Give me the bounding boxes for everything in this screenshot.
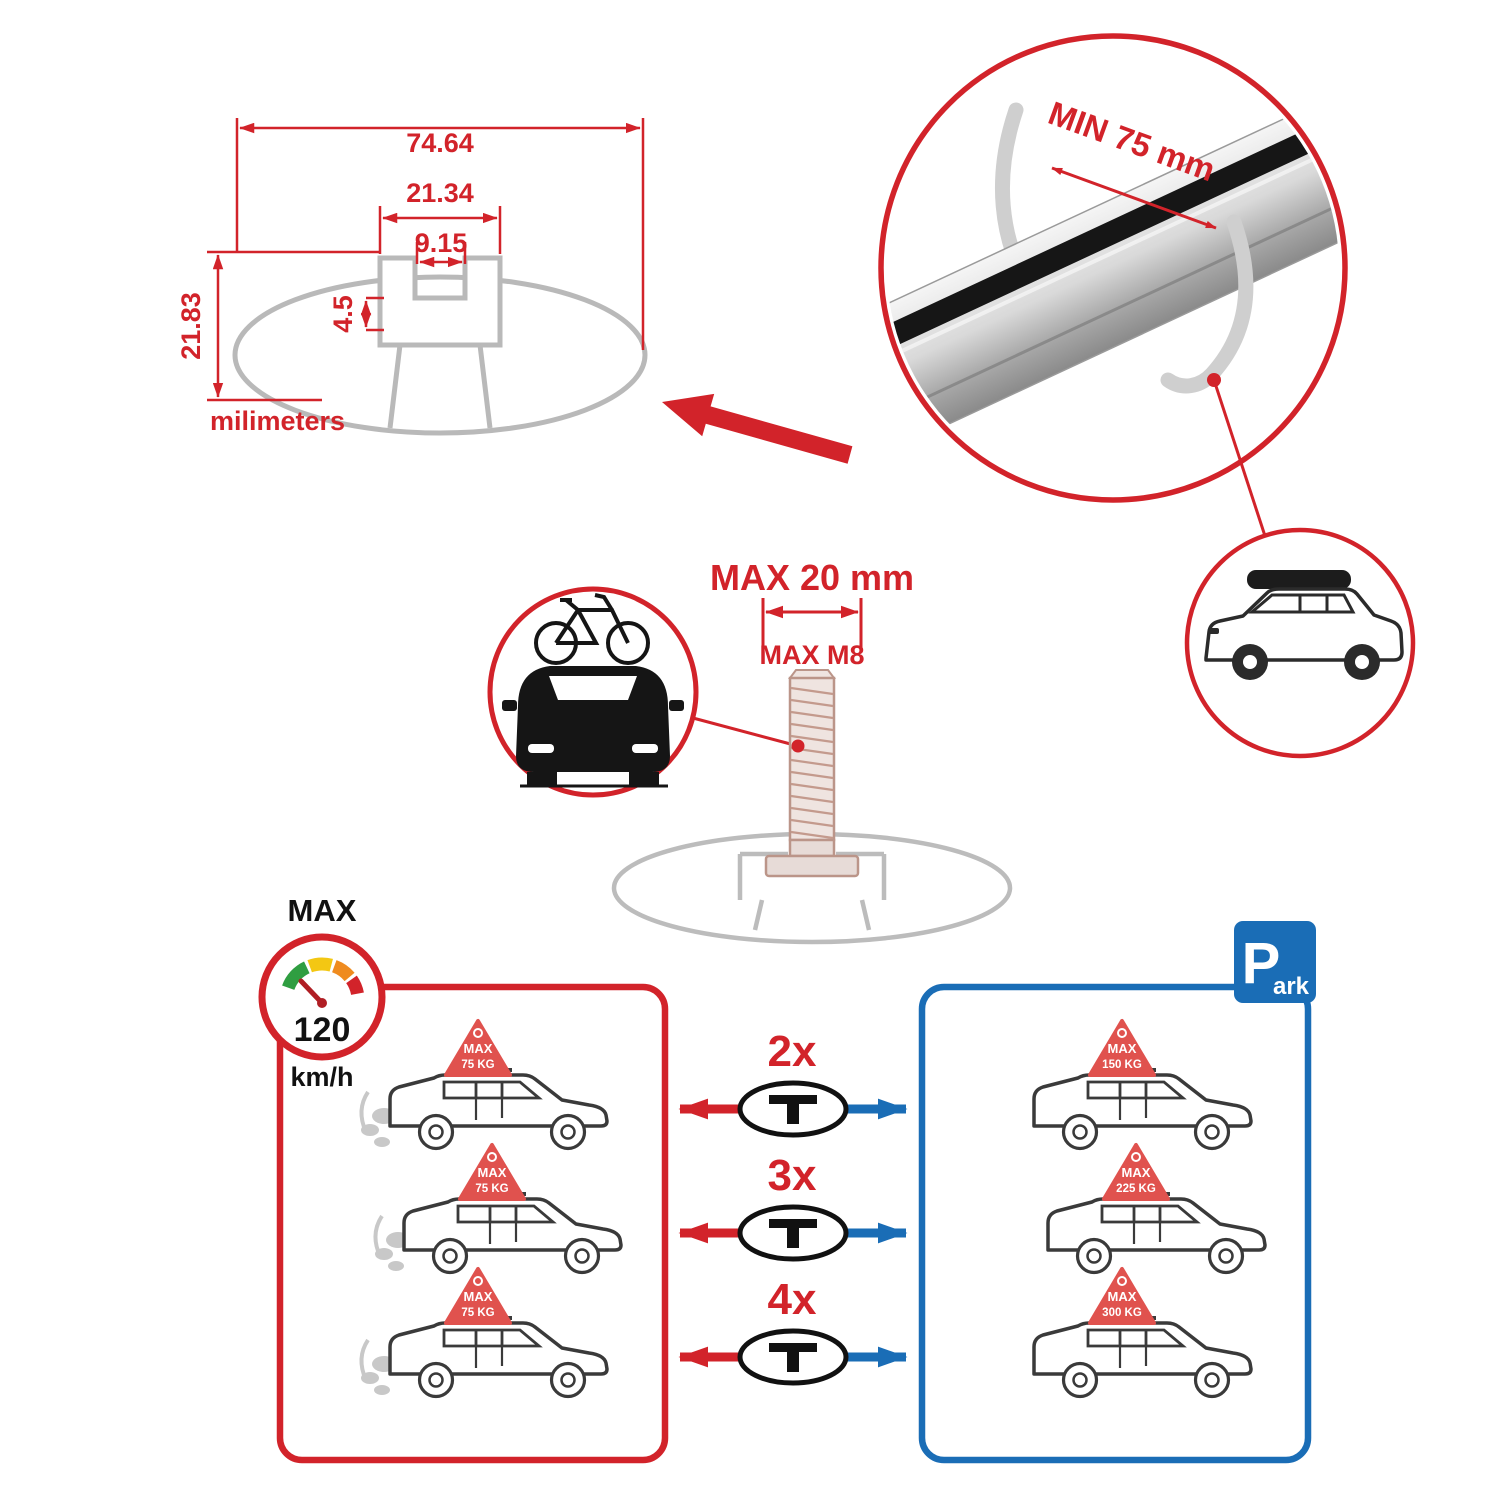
parked-car-1: MAX 150 KG [1032, 1019, 1253, 1151]
parked-car-2: MAX 225 KG [1046, 1143, 1267, 1275]
bolt-thread-label: MAX M8 [759, 640, 864, 670]
cross-section-diagram: 74.64 21.34 9.15 4.5 21.83 milimeters [176, 118, 648, 436]
speed-unit: km/h [290, 1062, 353, 1092]
roof-box-icon [1247, 570, 1351, 589]
speed-value: 120 [294, 1011, 351, 1049]
units-label: milimeters [210, 406, 345, 436]
dim-outer-slot: 21.34 [378, 178, 502, 254]
svg-text:75 KG: 75 KG [475, 1183, 508, 1195]
dim-height-label: 21.83 [176, 292, 206, 360]
crossbar-count-label: 3x [768, 1151, 817, 1200]
load-sign: MAX 300 KG [1088, 1267, 1156, 1325]
dim-height: 21.83 [176, 250, 380, 402]
callout-line-bolt [692, 716, 799, 748]
bar-count-row-1: 2x [678, 1027, 908, 1138]
svg-text:MAX: MAX [1108, 1041, 1137, 1056]
headlight-left [528, 744, 554, 753]
speedometer-circle [258, 933, 386, 1061]
driving-car-3: MAX 75 KG [359, 1267, 609, 1399]
suv-windows [1247, 593, 1356, 614]
bicycle-icon [534, 593, 650, 665]
speed-gauge [282, 957, 364, 996]
load-sign: MAX 225 KG [1102, 1143, 1170, 1201]
dim-total-width-label: 74.64 [406, 128, 474, 158]
dim-lip-label: 4.5 [328, 295, 358, 333]
dim-total-width: 74.64 [235, 118, 645, 350]
suv-roofbox-circle [1184, 527, 1416, 759]
crossbar-detail-circle: MIN 75 mm [878, 33, 1348, 503]
bar-profile-ellipse [232, 274, 648, 436]
svg-text:150 KG: 150 KG [1102, 1059, 1142, 1071]
load-sign: MAX 75 KG [444, 1267, 512, 1325]
dim-inner-slot-label: 9.15 [415, 228, 468, 258]
car-front-icon [502, 666, 684, 786]
load-sign: MAX 150 KG [1088, 1019, 1156, 1077]
svg-text:75 KG: 75 KG [461, 1059, 494, 1071]
driving-car-2: MAX 75 KG [373, 1143, 623, 1275]
dim-lip: 4.5 [328, 295, 384, 333]
max-speed-panel: MAX 75 KG MAX 75 KG [276, 983, 669, 1464]
svg-text:225 KG: 225 KG [1116, 1183, 1156, 1195]
bolt-neck [788, 838, 836, 858]
svg-text:300 KG: 300 KG [1102, 1307, 1142, 1319]
driving-car-1: MAX 75 KG [359, 1019, 609, 1151]
pointer-arrow [662, 393, 853, 464]
park-sign-rest: ark [1273, 973, 1310, 1000]
dim-inner-slot: 9.15 [415, 228, 468, 268]
clamp-strap-right [1160, 214, 1254, 394]
park-panel: MAX 150 KG MAX 225 KG MAX 300 KG [918, 921, 1316, 1464]
car-bike-circle [487, 586, 699, 798]
bolt-t-head [764, 854, 860, 878]
svg-text:MAX: MAX [464, 1289, 493, 1304]
t-slot-profile [377, 255, 503, 348]
svg-text:75 KG: 75 KG [461, 1307, 494, 1319]
suv-headlight [1208, 628, 1219, 634]
parked-car-3: MAX 300 KG [1032, 1267, 1253, 1399]
min-span-arrow [1051, 166, 1217, 230]
speedometer-icon: MAX 120 km/h [258, 893, 386, 1092]
mirror-left [502, 700, 517, 711]
svg-text:MAX: MAX [1122, 1165, 1151, 1180]
bar-count-row-2: 3x [678, 1151, 908, 1262]
load-sign: MAX 75 KG [458, 1143, 526, 1201]
suv-body-icon [1204, 587, 1404, 662]
speed-needle [298, 978, 325, 1006]
svg-text:MAX: MAX [1108, 1289, 1137, 1304]
crossbar-count-label: 2x [768, 1027, 817, 1076]
speed-max-label: MAX [288, 893, 357, 928]
svg-text:MAX: MAX [464, 1041, 493, 1056]
park-sign: P ark [1234, 921, 1316, 1003]
bar-count-row-3: 4x [678, 1275, 908, 1386]
bolt-threads [790, 686, 834, 840]
load-sign: MAX 75 KG [444, 1019, 512, 1077]
mirror-right [669, 700, 684, 711]
bolt-max-width-label: MAX 20 mm [710, 557, 914, 598]
profile-pedestal [387, 344, 493, 429]
dim-outer-slot-label: 21.34 [406, 178, 474, 208]
crossbar-photo [887, 102, 1339, 445]
bolt-icon [764, 669, 860, 878]
callout-line-suv [1212, 379, 1267, 537]
bolt-diagram: MAX 20 mm MAX M8 [611, 557, 1013, 945]
callout-dot-bolt [791, 739, 805, 753]
headlight-right [632, 744, 658, 753]
park-sign-square [1234, 921, 1316, 1003]
park-sign-letter: P [1242, 931, 1281, 996]
svg-text:MAX: MAX [478, 1165, 507, 1180]
crossbar-count-label: 4x [768, 1275, 817, 1324]
